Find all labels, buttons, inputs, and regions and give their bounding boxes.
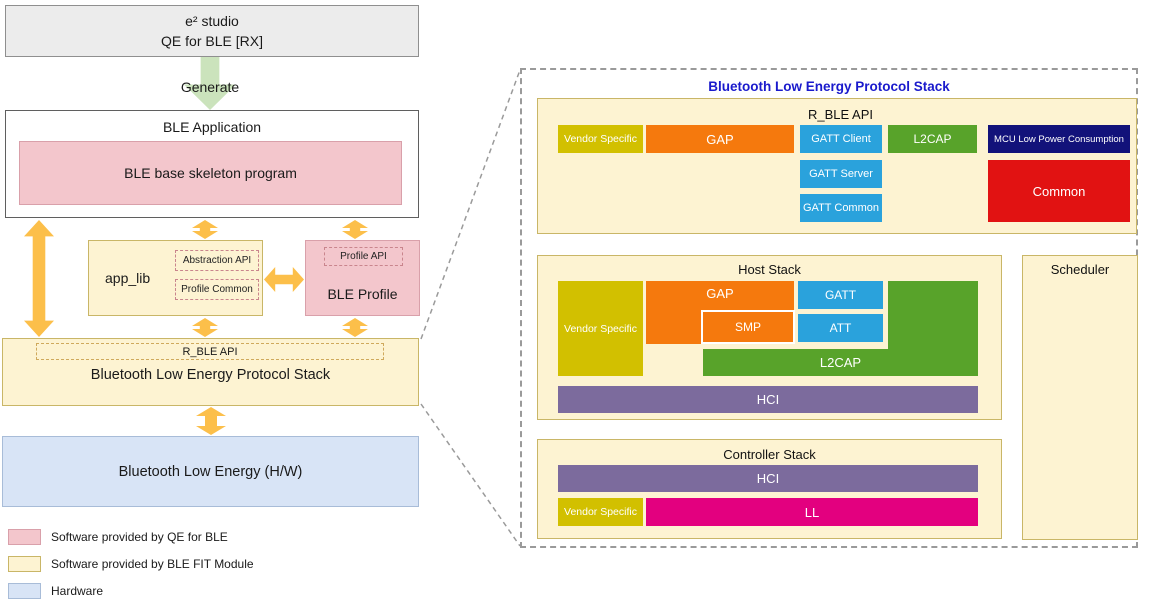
host-smp: SMP: [701, 310, 795, 344]
legend-item-hardware: Hardware: [8, 583, 103, 599]
arrow-app-applib-icon: [192, 220, 218, 239]
applib-box: app_lib Abstraction API Profile Common: [88, 240, 263, 316]
block-l2cap: L2CAP: [888, 125, 977, 153]
applib-label: app_lib: [105, 270, 151, 286]
detail-title: Bluetooth Low Energy Protocol Stack: [708, 79, 950, 94]
estudio-box: e² studio QE for BLE [RX]: [5, 5, 419, 57]
protocol-stack-label: Bluetooth Low Energy Protocol Stack: [90, 367, 331, 383]
scheduler-section: Scheduler: [1022, 255, 1138, 540]
arrow-app-stack-icon: [24, 220, 54, 337]
block-gap: GAP: [646, 125, 794, 153]
scheduler-label: Scheduler: [1050, 262, 1110, 277]
arrow-app-profile-icon: [342, 220, 368, 239]
block-common: Common: [988, 160, 1130, 222]
ble-skeleton-box: BLE base skeleton program: [19, 141, 402, 205]
legend-swatch-pink: [8, 529, 41, 545]
host-stack-section: Host Stack Vendor Specific GAP GATT SMP …: [537, 255, 1002, 420]
estudio-line2: QE for BLE [RX]: [161, 33, 263, 49]
protocol-stack-box: R_BLE API Bluetooth Low Energy Protocol …: [2, 338, 419, 406]
legend-swatch-yellow: [8, 556, 41, 572]
block-vendor-specific: Vendor Specific: [558, 125, 643, 153]
protocol-stack-detail-panel: Bluetooth Low Energy Protocol Stack R_BL…: [520, 68, 1138, 548]
ble-application-box: BLE Application BLE base skeleton progra…: [5, 110, 419, 218]
generate-label: Generate: [180, 79, 240, 95]
controller-stack-label: Controller Stack: [723, 447, 816, 462]
controller-ll: LL: [646, 498, 978, 526]
estudio-line1: e² studio: [185, 12, 239, 29]
arrow-applib-stack-icon: [192, 318, 218, 337]
profile-common-box: Profile Common: [175, 279, 259, 300]
arrow-applib-profile-icon: [264, 267, 304, 292]
host-gatt: GATT: [798, 281, 883, 309]
legend-item-qe: Software provided by QE for BLE: [8, 529, 228, 545]
r-ble-api-box: R_BLE API: [36, 343, 384, 360]
legend-label-qe: Software provided by QE for BLE: [51, 530, 228, 544]
legend-label-hardware: Hardware: [51, 584, 104, 598]
host-stack-label: Host Stack: [738, 262, 801, 277]
api-section: R_BLE API Vendor Specific GAP GATT Clien…: [537, 98, 1137, 234]
ble-profile-label: BLE Profile: [327, 286, 398, 302]
ble-application-title: BLE Application: [162, 119, 262, 135]
profile-api-box: Profile API: [324, 247, 403, 266]
host-l2cap-bar: L2CAP: [703, 349, 978, 376]
host-hci: HCI: [558, 386, 978, 413]
block-gatt-common: GATT Common: [800, 194, 882, 222]
hardware-box: Bluetooth Low Energy (H/W): [2, 436, 419, 507]
block-gatt-server: GATT Server: [800, 160, 882, 188]
api-section-label: R_BLE API: [807, 107, 874, 122]
controller-stack-section: Controller Stack HCI Vendor Specific LL: [537, 439, 1002, 539]
host-vendor-specific: Vendor Specific: [558, 281, 643, 376]
legend-label-fit: Software provided by BLE FIT Module: [51, 557, 254, 571]
legend-swatch-blue: [8, 583, 41, 599]
controller-hci: HCI: [558, 465, 978, 492]
abstraction-api-box: Abstraction API: [175, 250, 259, 271]
legend-item-fit: Software provided by BLE FIT Module: [8, 556, 254, 572]
ble-profile-box: Profile API BLE Profile: [305, 240, 420, 316]
controller-vendor-specific: Vendor Specific: [558, 498, 643, 526]
block-mcu-low-power: MCU Low Power Consumption: [988, 125, 1130, 153]
host-att: ATT: [798, 314, 883, 342]
arrow-stack-hw-icon: [196, 407, 226, 435]
block-gatt-client: GATT Client: [800, 125, 882, 153]
hardware-label: Bluetooth Low Energy (H/W): [118, 463, 303, 480]
arrow-profile-stack-icon: [342, 318, 368, 337]
